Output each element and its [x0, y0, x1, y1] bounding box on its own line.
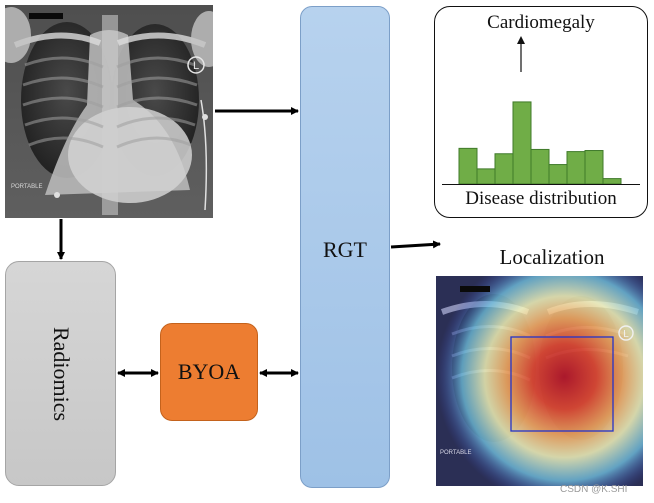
byoa-label: BYOA: [177, 359, 241, 384]
localization-heatmap-image: L PORTABLE: [436, 276, 643, 486]
heatmap-footer: PORTABLE: [440, 450, 471, 456]
xray-footer: PORTABLE: [11, 184, 42, 190]
cardiomegaly-label: Cardiomegaly: [487, 12, 595, 33]
watermark: CSDN @K.SHI: [560, 484, 628, 495]
xray-marker: L: [193, 60, 199, 72]
rgt-box: RGT: [300, 6, 390, 488]
chest-xray-image: L PORTABLE: [5, 5, 213, 218]
rgt-label: RGT: [323, 237, 367, 262]
localization-label: Localization: [499, 245, 605, 269]
localization-bounding-box: [510, 336, 614, 432]
radiomics-box: Radiomics: [5, 261, 116, 486]
histogram-bars: [458, 101, 622, 185]
disease-distribution-chart: [442, 36, 640, 185]
cardiomegaly-pointer-arrowhead: [517, 36, 525, 44]
rgt-to-outputs-arrow: [390, 240, 441, 249]
byoa-box: BYOA: [160, 323, 258, 421]
disease-distribution-label: Disease distribution: [465, 188, 617, 209]
heatmap-marker: L: [623, 329, 629, 340]
